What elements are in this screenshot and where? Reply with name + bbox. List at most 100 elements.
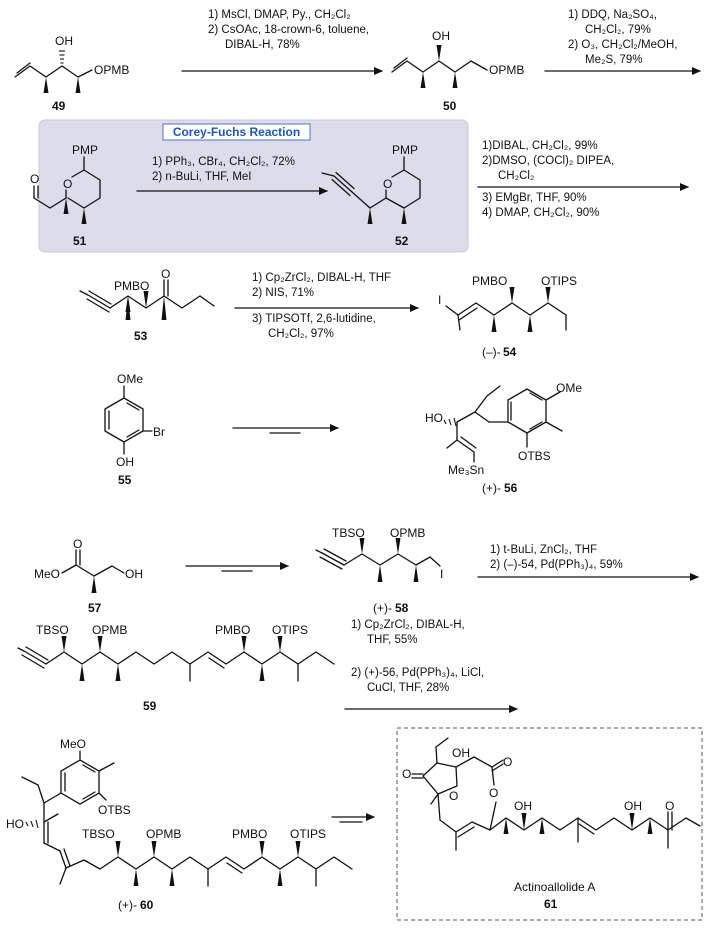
compound-number-54: 54 xyxy=(503,345,517,359)
iodide-label: I xyxy=(440,567,443,581)
hydroxyl-label: OH xyxy=(624,799,642,813)
condition-line: CuCl, THF, 28% xyxy=(367,682,449,694)
compound-number-61: 61 xyxy=(544,897,558,911)
opmb-label: OPMB xyxy=(94,63,129,77)
condition-line: 1) PPh₃, CBr₄, CH₂Cl₂, 72% xyxy=(152,156,295,168)
condition-line: 2) O₃, CH₂Cl₂/MeOH, xyxy=(568,39,677,51)
ring-oxygen-label: O xyxy=(449,789,458,803)
condition-line: 2) CsOAc, 18-crown-6, toluene, xyxy=(208,24,369,36)
hydroxyl-label: HO xyxy=(425,411,443,425)
aldehyde-oxygen-label: O xyxy=(30,172,39,186)
tbso-label: TBSO xyxy=(332,526,365,540)
compound-49: OH OPMB 49 xyxy=(14,34,129,113)
compound-number-60: 60 xyxy=(140,898,154,912)
condition-line: 1) Cp₂ZrCl₂, DIBAL-H, THF xyxy=(252,272,391,284)
condition-line: 1) MsCl, DMAP, Py., CH₂Cl₂ xyxy=(208,9,351,21)
compound-number-57: 57 xyxy=(88,601,102,615)
condition-line: 1) Cp₂ZrCl₂, DIBAL-H, xyxy=(351,619,465,631)
methoxy-label: OMe xyxy=(117,372,143,386)
tbso-label: TBSO xyxy=(82,827,115,841)
condition-line: 2) n-BuLi, THF, MeI xyxy=(152,171,252,183)
condition-line: DIBAL-H, 78% xyxy=(225,39,300,51)
compound-55: OMe Br OH 55 xyxy=(104,372,165,487)
conditions-step3: 1) PPh₃, CBr₄, CH₂Cl₂, 72% 2) n-BuLi, TH… xyxy=(152,156,295,183)
condition-line: 3) EMgBr, THF, 90% xyxy=(482,192,587,204)
compound-59: TBSO OPMB PMBO OTIPS 59 xyxy=(17,623,335,713)
compound-prefix: (+)- xyxy=(118,898,137,912)
pmbo-label: PMBO xyxy=(215,623,250,637)
conditions-step1: 1) MsCl, DMAP, Py., CH₂Cl₂ 2) CsOAc, 18-… xyxy=(208,9,369,51)
carbonyl-oxygen-label: O xyxy=(73,537,82,551)
condition-line: 2) (–)-54, Pd(PPh₃)₄, 59% xyxy=(490,559,623,571)
hydroxyl-label: OH xyxy=(514,799,532,813)
ring-oxygen-label: O xyxy=(383,177,392,191)
compound-number-52: 52 xyxy=(395,234,409,248)
opmb-label: OPMB xyxy=(390,526,425,540)
compound-54: I PMBO OTIPS (–)- 54 xyxy=(438,274,577,359)
condition-line: 1) DDQ, Na₂SO₄, xyxy=(568,9,657,21)
ring-oxygen-label: O xyxy=(63,177,72,191)
conditions-step5: 1) Cp₂ZrCl₂, DIBAL-H, THF 2) NIS, 71% 3)… xyxy=(252,272,391,340)
compound-prefix: (+)- xyxy=(482,481,501,495)
compound-60: MeO OTBS HO TBSO OPMB PMBO xyxy=(6,737,353,912)
hydroxyl-label: OH xyxy=(55,34,73,48)
condition-line: 1) t-BuLi, ZnCl₂, THF xyxy=(490,544,597,556)
otips-label: OTIPS xyxy=(541,274,577,288)
ester-oxygen-label: O xyxy=(489,786,498,800)
hydroxyl-label: OH xyxy=(432,29,450,43)
conditions-step4: 1)DIBAL, CH₂Cl₂, 99% 2)DMSO, (COCl)₂ DIP… xyxy=(482,140,614,219)
iodide-label: I xyxy=(438,293,441,307)
opmb-label: OPMB xyxy=(92,623,127,637)
conditions-step8: 1) t-BuLi, ZnCl₂, THF 2) (–)-54, Pd(PPh₃… xyxy=(490,544,623,571)
compound-number-50: 50 xyxy=(443,99,457,113)
condition-line: 3) TIPSOTf, 2,6-lutidine, xyxy=(252,313,376,325)
compound-58: TBSO OPMB I (+)- 58 xyxy=(315,526,443,615)
hydroxyl-label: OH xyxy=(125,567,143,581)
methoxy-label: OMe xyxy=(556,381,582,395)
condition-line: CH₂Cl₂, 97% xyxy=(268,328,334,340)
methoxy-label: MeO xyxy=(60,737,86,751)
compound-52: PMP O 52 xyxy=(321,143,421,248)
methoxy-label: MeO xyxy=(34,567,60,581)
condition-line: 2) NIS, 71% xyxy=(252,287,314,299)
lactone-oxygen-label: O xyxy=(503,755,512,769)
bromide-label: Br xyxy=(153,425,165,439)
otbs-label: OTBS xyxy=(518,449,551,463)
compound-number-55: 55 xyxy=(118,473,132,487)
ketone-oxygen-label: O xyxy=(402,767,411,781)
ketone-oxygen-label: O xyxy=(665,799,674,813)
corey-fuchs-highlight-box xyxy=(38,119,469,253)
pmp-label: PMP xyxy=(72,143,98,157)
ketone-oxygen-label: O xyxy=(161,267,170,281)
compound-number-58: 58 xyxy=(395,601,409,615)
pmbo-label: PMBO xyxy=(114,279,149,293)
compound-61: O OH O O O OH OH O Acti xyxy=(402,737,701,911)
condition-line: 4) DMAP, CH₂Cl₂, 90% xyxy=(482,207,599,219)
compound-56: HO Me₃Sn OMe OTBS (+)- 56 xyxy=(425,381,582,495)
compound-name: Actinoallolide A xyxy=(514,880,595,894)
otips-label: OTIPS xyxy=(272,623,308,637)
hydroxyl-label: HO xyxy=(6,817,24,831)
condition-line: 2) (+)-56, Pd(PPh₃)₄, LiCl, xyxy=(351,667,484,679)
trimethylstannyl-label: Me₃Sn xyxy=(448,463,484,477)
compound-number-56: 56 xyxy=(504,481,518,495)
condition-line: Me₂S, 79% xyxy=(585,54,643,66)
compound-number-51: 51 xyxy=(73,234,87,248)
compound-prefix: (–)- xyxy=(482,345,501,359)
pmp-label: PMP xyxy=(392,143,418,157)
corey-fuchs-tag xyxy=(162,123,311,141)
condition-line: 2)DMSO, (COCl)₂ DIPEA, xyxy=(482,155,614,167)
compound-number-53: 53 xyxy=(134,329,148,343)
pmbo-label: PMBO xyxy=(232,827,267,841)
conditions-step2: 1) DDQ, Na₂SO₄, CH₂Cl₂, 79% 2) O₃, CH₂Cl… xyxy=(568,9,677,66)
condition-line: 1)DIBAL, CH₂Cl₂, 99% xyxy=(482,140,598,152)
compound-number-59: 59 xyxy=(143,699,157,713)
compound-51: PMP O O 51 xyxy=(30,143,101,248)
otbs-label: OTBS xyxy=(98,803,131,817)
hydroxyl-label: OH xyxy=(452,746,470,760)
condition-line: CH₂Cl₂ xyxy=(498,170,534,182)
compound-50: OH OPMB 50 xyxy=(391,29,524,113)
compound-prefix: (+)- xyxy=(373,601,392,615)
product-highlight-box xyxy=(396,727,703,921)
